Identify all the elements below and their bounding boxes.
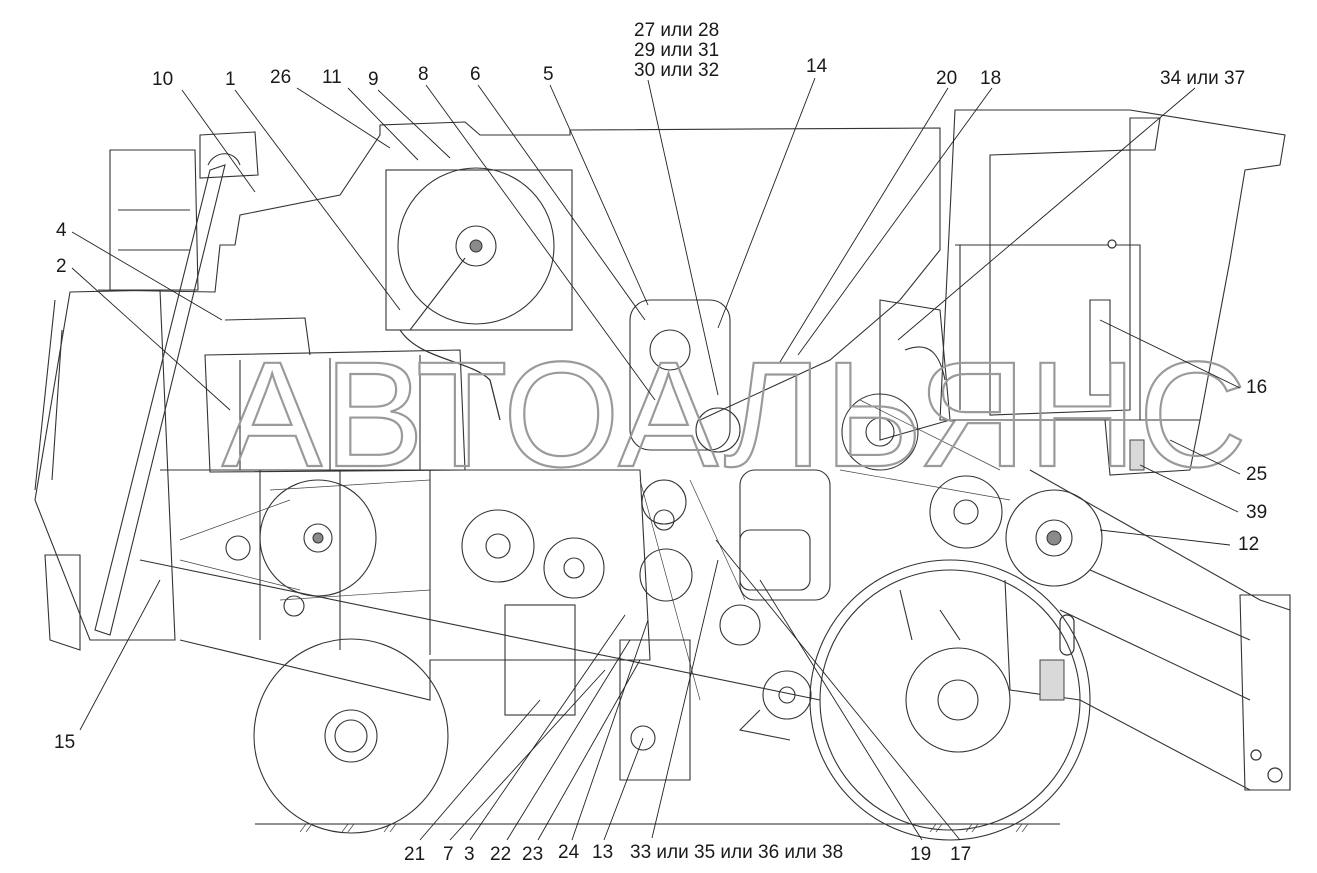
callout-4: 4 bbox=[56, 220, 67, 241]
callout-18: 18 bbox=[980, 68, 1001, 89]
callout-23: 23 bbox=[522, 844, 543, 865]
callout-19: 19 bbox=[910, 844, 931, 865]
callout-24: 24 bbox=[558, 842, 580, 863]
callout-13: 13 bbox=[592, 842, 613, 863]
leader-lines bbox=[71, 77, 1241, 841]
callout-21: 21 bbox=[404, 844, 425, 865]
callout-34-37: 34 или 37 bbox=[1160, 68, 1245, 89]
callout-39: 39 bbox=[1246, 502, 1267, 523]
callout-26: 26 bbox=[270, 67, 291, 88]
callout-8: 8 bbox=[418, 64, 429, 85]
callout-11: 11 bbox=[322, 67, 342, 88]
callout-12: 12 bbox=[1238, 534, 1259, 555]
callout-6: 6 bbox=[470, 64, 481, 85]
callout-29-31: 29 или 31 bbox=[634, 40, 719, 61]
watermark-text: АВТОАЛЬЯНС bbox=[222, 330, 1249, 498]
callout-1: 1 bbox=[225, 69, 236, 90]
front-wheel bbox=[809, 559, 1091, 841]
callout-labels: 10 1 26 11 9 8 6 5 27 или 28 29 или 31 3… bbox=[54, 20, 1267, 865]
callout-15: 15 bbox=[54, 732, 75, 753]
callout-3: 3 bbox=[464, 844, 475, 865]
combine-body bbox=[34, 109, 1291, 791]
callout-22: 22 bbox=[490, 844, 511, 865]
rear-wheel bbox=[253, 638, 449, 834]
callout-25: 25 bbox=[1246, 464, 1267, 485]
callout-9: 9 bbox=[368, 69, 379, 90]
callout-30-32: 30 или 32 bbox=[634, 60, 719, 81]
callout-17: 17 bbox=[950, 844, 971, 865]
callout-20: 20 bbox=[936, 68, 957, 89]
callout-33-38: 33 или 35 или 36 или 38 bbox=[630, 842, 843, 863]
callout-10: 10 bbox=[152, 69, 173, 90]
callout-14: 14 bbox=[806, 56, 828, 77]
callout-2: 2 bbox=[56, 256, 67, 277]
ground bbox=[255, 823, 1060, 833]
callout-5: 5 bbox=[543, 64, 554, 85]
callout-27-28: 27 или 28 bbox=[634, 20, 719, 41]
callout-7: 7 bbox=[443, 844, 454, 865]
callout-16: 16 bbox=[1246, 377, 1267, 398]
